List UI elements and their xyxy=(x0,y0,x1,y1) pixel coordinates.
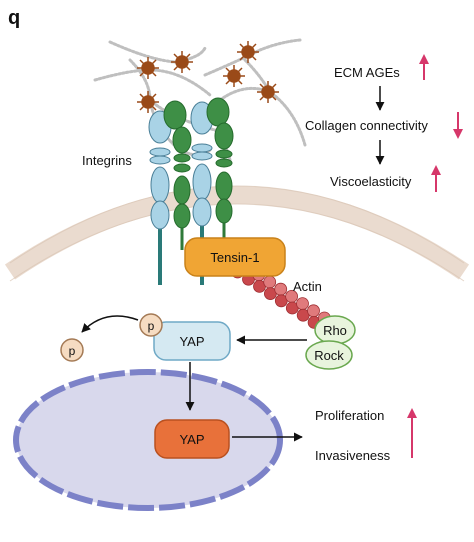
yap-cytoplasm-label: YAP xyxy=(179,334,204,349)
phosphate-bound-label: p xyxy=(148,319,155,333)
actin-bead xyxy=(307,304,320,318)
nucleus xyxy=(13,369,283,511)
cascade-collagen-connectivity: Collagen connectivity xyxy=(305,118,428,133)
cell-membrane xyxy=(4,186,470,280)
actin-bead xyxy=(263,275,277,289)
cascade-viscoelasticity: Viscoelasticity xyxy=(330,174,412,189)
integrin-receptor-1 xyxy=(148,100,192,285)
phosphate-released-label: p xyxy=(69,344,76,358)
yap-nucleus xyxy=(154,419,230,459)
rock-protein xyxy=(305,340,353,370)
actin-bead xyxy=(296,297,309,311)
cascade-ecm-ages: ECM AGEs xyxy=(334,65,400,80)
collagen-fibers xyxy=(93,38,307,162)
outcome-proliferation: Proliferation xyxy=(315,408,384,423)
integrin-receptor-2 xyxy=(190,97,234,285)
actin-label: Actin xyxy=(293,279,322,294)
dephosphorylation-arrow xyxy=(81,315,139,333)
rock-label: Rock xyxy=(314,348,344,363)
actin-bead xyxy=(274,282,288,296)
integrins-label: Integrins xyxy=(82,153,132,168)
yap-cytoplasm xyxy=(153,321,231,361)
phosphate-released xyxy=(60,338,84,362)
rho-label: Rho xyxy=(323,323,347,338)
outcome-invasiveness: Invasiveness xyxy=(315,448,391,463)
tensin-1-protein xyxy=(184,237,286,277)
panel-label: q xyxy=(8,7,20,29)
ecm-ages-icons xyxy=(137,41,279,113)
yap-nucleus-label: YAP xyxy=(179,432,204,447)
phosphate-bound xyxy=(139,313,163,337)
tensin-1-label: Tensin-1 xyxy=(210,250,259,265)
